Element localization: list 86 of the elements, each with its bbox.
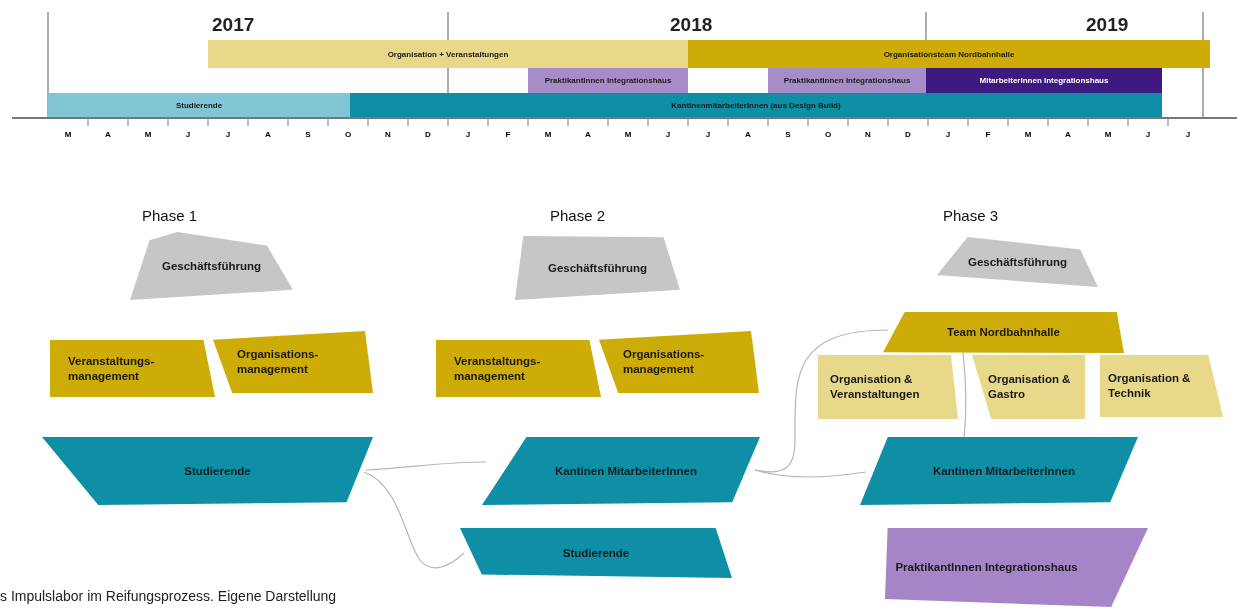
timeline-bar xyxy=(688,40,1210,68)
timeline-bar xyxy=(208,40,688,68)
month-label: M xyxy=(1023,130,1033,139)
timeline-bar xyxy=(528,68,688,93)
month-label: A xyxy=(584,130,592,139)
connector-line xyxy=(962,352,967,438)
box-label: Studierende xyxy=(184,463,251,479)
timeline-bar xyxy=(768,68,926,93)
bar-label: Organisationsteam Nordbahnhalle xyxy=(883,49,1015,59)
bar-label: PraktikantInnen Integrationshaus xyxy=(544,76,672,85)
phase-heading: Phase 3 xyxy=(943,207,999,224)
bar-label: Studierende xyxy=(175,100,223,110)
year-label: 2019 xyxy=(1086,14,1129,36)
role-box xyxy=(818,355,958,419)
role-box xyxy=(860,437,1138,505)
month-label: J xyxy=(464,130,472,139)
phase-heading: Phase 2 xyxy=(550,207,606,224)
box-label: Studierende xyxy=(562,545,630,561)
bar-label: KantinenmitarbeiterInnen (aus Design Build) xyxy=(671,100,841,110)
box-label: Organisation & Technik xyxy=(1108,371,1192,401)
month-label: D xyxy=(904,130,912,139)
box-label: Organisation & Gastro xyxy=(988,372,1072,402)
role-box xyxy=(599,331,759,393)
role-box xyxy=(130,232,293,300)
timeline-bar xyxy=(926,68,1162,93)
box-label: Team Nordbahnhalle xyxy=(947,325,1060,340)
month-label: J xyxy=(944,130,952,139)
connector-line xyxy=(754,469,867,478)
month-label: M xyxy=(143,130,153,139)
role-box xyxy=(42,437,373,505)
role-box xyxy=(482,437,760,505)
role-box xyxy=(1100,355,1223,417)
month-label: O xyxy=(823,130,833,139)
bar-label: MitarbeiterInnen Integrationshaus xyxy=(979,76,1109,85)
box-label: Geschäftsführung xyxy=(547,260,647,276)
box-label: Kantinen MitarbeiterInnen xyxy=(555,463,697,479)
month-label: M xyxy=(543,130,553,139)
role-box xyxy=(972,355,1085,419)
month-label: A xyxy=(744,130,752,139)
month-label: D xyxy=(424,130,432,139)
box-label: PraktikantInnen Integrationshaus xyxy=(895,560,1078,575)
timeline-bar xyxy=(48,93,350,117)
timeline-bar xyxy=(350,93,1162,117)
month-label: F xyxy=(504,130,512,139)
month-label: J xyxy=(704,130,712,139)
bar-label: PraktikantInnen Integrationshaus xyxy=(783,76,911,85)
role-box xyxy=(515,236,680,300)
month-label: J xyxy=(184,130,192,139)
month-label: J xyxy=(1184,130,1192,139)
role-box xyxy=(436,340,601,397)
month-label: A xyxy=(1064,130,1072,139)
role-box xyxy=(213,331,373,393)
phase-heading: Phase 1 xyxy=(142,207,198,224)
box-label: Geschäftsführung xyxy=(161,258,261,274)
month-label: J xyxy=(224,130,232,139)
box-label: Kantinen MitarbeiterInnen xyxy=(933,463,1075,479)
month-label: N xyxy=(864,130,872,139)
month-label: M xyxy=(1103,130,1113,139)
role-box xyxy=(50,340,215,397)
caption: s Impulslabor im Reifungsprozess. Eigene Darstellung xyxy=(0,588,337,604)
role-box xyxy=(885,528,1148,607)
connector-line xyxy=(365,461,487,471)
month-label: N xyxy=(384,130,392,139)
month-label: S xyxy=(304,130,312,139)
bar-label: Organisation + Veranstaltungen xyxy=(387,49,509,59)
year-label: 2017 xyxy=(212,14,255,36)
month-label: J xyxy=(1144,130,1152,139)
month-label: J xyxy=(664,130,672,139)
role-box xyxy=(883,312,1124,353)
month-label: S xyxy=(784,130,792,139)
month-label: O xyxy=(343,130,353,139)
box-label: Veranstaltungs- management xyxy=(68,353,156,384)
box-label: Organisation & Veranstaltungen xyxy=(830,372,921,402)
year-label: 2018 xyxy=(670,14,713,36)
role-box xyxy=(460,528,732,578)
month-label: M xyxy=(623,130,633,139)
box-label: Organisations- management xyxy=(623,347,706,377)
month-label: A xyxy=(104,130,112,139)
role-box xyxy=(937,237,1098,287)
box-label: Geschäftsführung xyxy=(967,254,1067,270)
box-label: Organisations- management xyxy=(237,347,320,377)
month-label: A xyxy=(264,130,272,139)
month-label: F xyxy=(984,130,992,139)
month-label: M xyxy=(63,130,73,139)
connector-line xyxy=(363,471,465,569)
box-label: Veranstaltungs- management xyxy=(454,353,542,384)
